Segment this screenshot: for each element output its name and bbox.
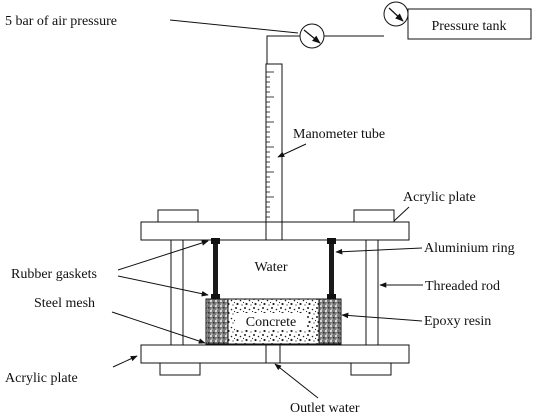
bolt-head-top-right (353, 209, 395, 223)
pressure-tank-label: Pressure tank (431, 19, 506, 34)
threaded-rod-left (170, 240, 184, 345)
epoxy-resin-leader (341, 312, 423, 322)
outlet-water-leader (274, 363, 319, 399)
rubber-gasket-bottom-right (327, 294, 336, 299)
aluminium-ring-label: Aluminium ring (424, 241, 515, 256)
rubber-gaskets-leader-top (117, 240, 209, 271)
manometer-tube-label: Manometer tube (293, 127, 385, 142)
epoxy-resin-label: Epoxy resin (424, 314, 491, 329)
air-pressure-leader (169, 19, 299, 34)
air-pressure-label: 5 bar of air pressure (5, 14, 117, 29)
bolt-head-bottom-left (159, 362, 201, 376)
pressure-tank-box: Pressure tank (407, 8, 532, 40)
pressure-gauge-icon (299, 23, 325, 49)
acrylic-plate-top-leader (393, 206, 410, 222)
threaded-rod-right (365, 240, 379, 345)
acrylic-plate-bottom-leader (112, 355, 138, 368)
epoxy-resin-right (318, 298, 342, 345)
bolt-head-bottom-right (350, 362, 392, 376)
concrete-label: Concrete (246, 315, 297, 330)
rubber-gaskets-leader-bottom (117, 275, 209, 297)
air-supply-line (266, 17, 408, 64)
aluminium-ring-leader (335, 247, 423, 255)
rubber-gaskets-label: Rubber gaskets (11, 267, 97, 282)
acrylic-plate-bottom-label: Acrylic plate (5, 371, 78, 386)
tube-passage (265, 221, 283, 241)
steel-mesh-leader (111, 311, 206, 344)
aluminium-ring-left (213, 240, 218, 298)
epoxy-resin-left (205, 298, 229, 345)
acrylic-plate-bottom (140, 344, 410, 364)
rubber-gasket-bottom-left (211, 294, 220, 299)
outlet-water-label: Outlet water (290, 401, 360, 416)
bolt-head-top-left (157, 209, 199, 223)
aluminium-ring-right (329, 240, 334, 298)
tank-gauge-icon (383, 1, 409, 27)
rubber-gasket-top-right (327, 238, 336, 244)
steel-mesh-label: Steel mesh (34, 296, 95, 311)
water-label: Water (254, 260, 287, 275)
acrylic-plate-top-label: Acrylic plate (403, 190, 476, 205)
rubber-gasket-top-left (211, 238, 220, 244)
threaded-rod-label: Threaded rod (425, 279, 500, 294)
manometer-tube (265, 63, 283, 239)
concrete-label-bg (235, 313, 307, 330)
